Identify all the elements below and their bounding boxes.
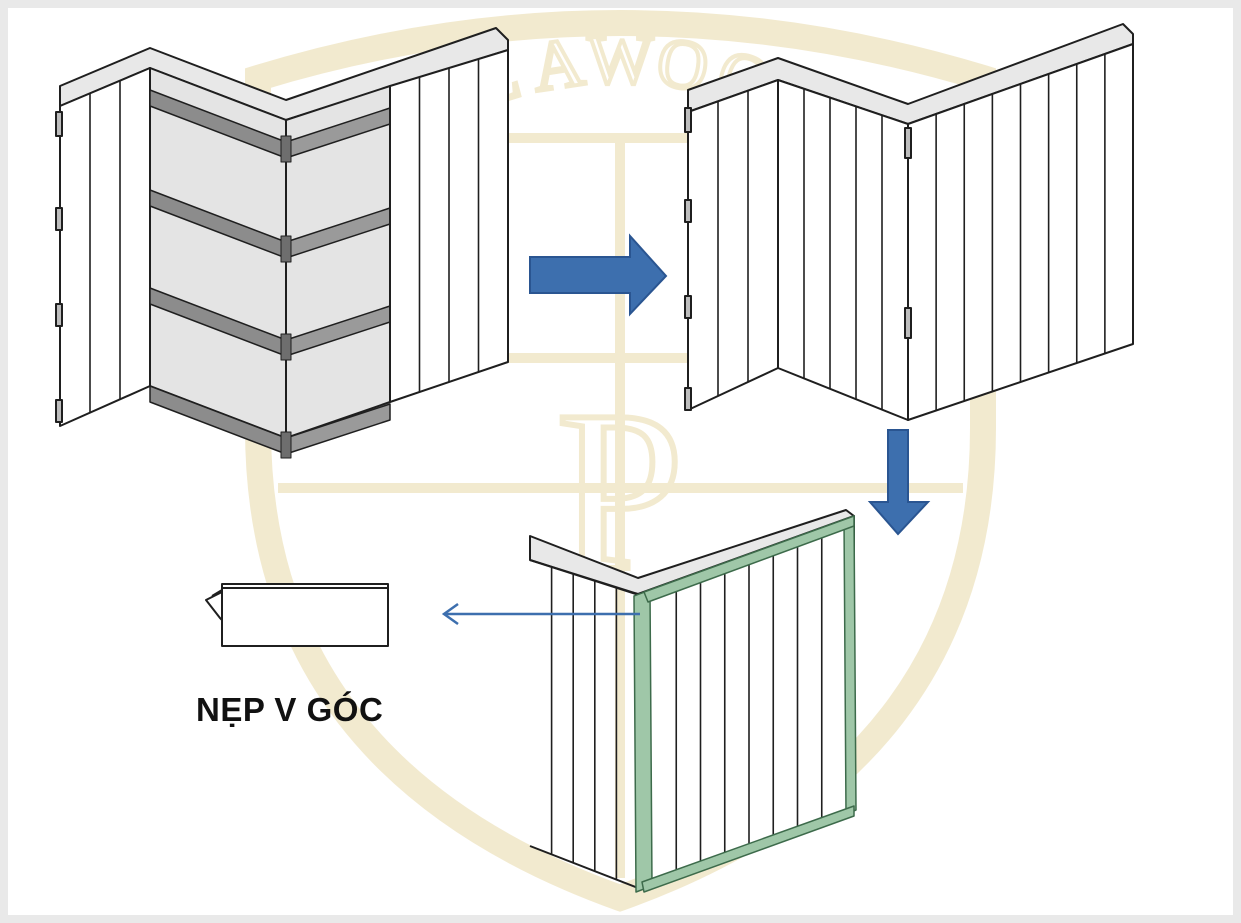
step-1-left-panel-seams <box>89 80 121 413</box>
batten-corner-joint <box>280 431 292 459</box>
step-2-middle-face <box>777 79 909 421</box>
batten-corner-joint <box>280 135 292 163</box>
step-1-left-panels <box>59 67 151 427</box>
installation-diagram: PLAWOOD P <box>55 10 1134 912</box>
v-corner-trim-profile-icon <box>205 583 389 647</box>
watermark-letter: W <box>587 22 653 99</box>
batten-corner-joint <box>280 235 292 263</box>
step-1-edge-clips <box>55 111 63 423</box>
arrow-left-thin-icon <box>441 602 640 626</box>
step-2-left-face <box>687 79 779 411</box>
step-1-battens <box>149 89 391 459</box>
step-3-corner-trim-added <box>529 509 857 893</box>
step-2-panel-seams <box>717 54 1106 411</box>
v-corner-trim-green <box>633 515 857 893</box>
diagram-canvas: PLAWOOD P <box>8 8 1233 915</box>
step-1-battens-and-backing <box>55 27 509 459</box>
batten-corner-joint <box>280 333 292 361</box>
step-1-right-panel-seams <box>418 59 480 392</box>
step-3-right-panel-seams <box>675 533 823 875</box>
arrow-down-icon <box>867 429 931 536</box>
step-2-panels-installed <box>684 23 1134 421</box>
step-2-edge-clips <box>684 107 912 411</box>
v-corner-trim-caption: NẸP V GÓC <box>196 691 384 728</box>
arrow-right-icon <box>529 233 668 317</box>
